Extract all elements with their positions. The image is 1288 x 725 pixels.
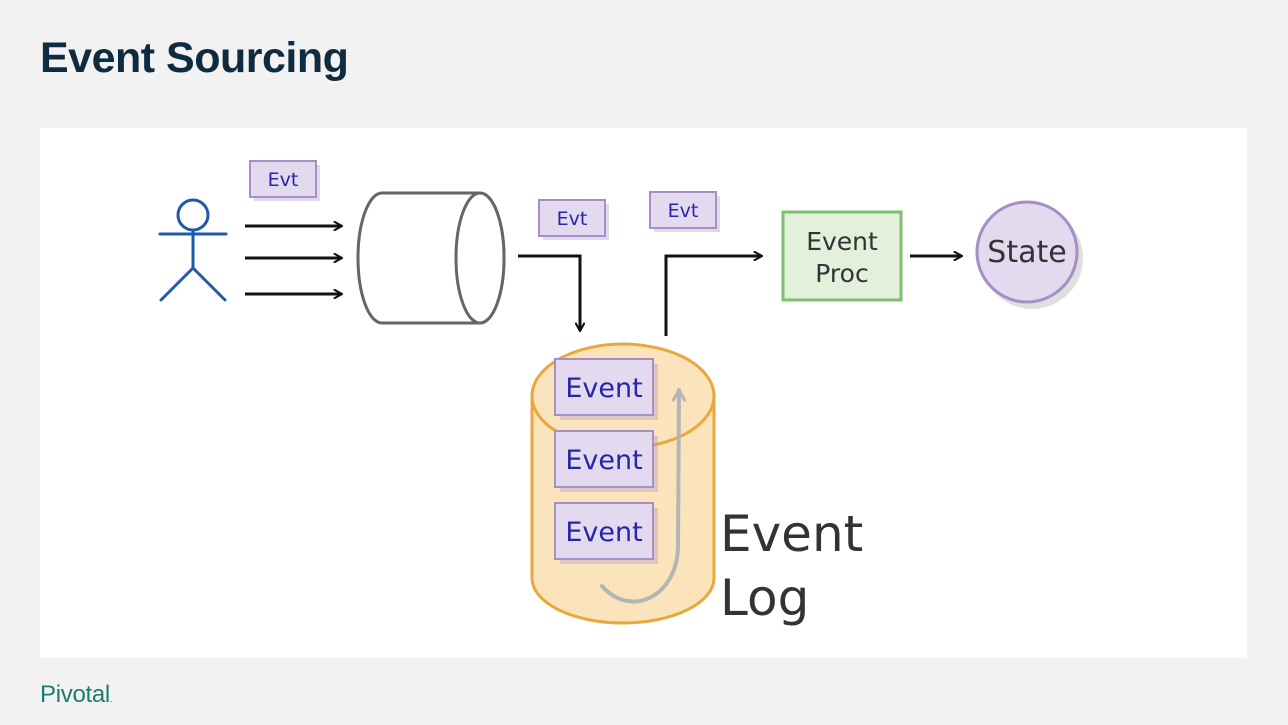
diagram-panel: Evt Evt E [40, 128, 1247, 658]
processor-label-line1: Event [806, 227, 878, 256]
brand-name: Pivotal [40, 681, 110, 708]
log-to-processor-arrow [664, 256, 762, 336]
incoming-evt-box: Evt [249, 160, 320, 201]
log-evt-box: Evt [538, 199, 609, 240]
queue-cylinder [356, 191, 506, 325]
state-label: State [987, 235, 1066, 270]
processor-label-line2: Proc [815, 259, 868, 288]
processor-evt-box: Evt [649, 191, 720, 232]
event-log-caption-line1: Event [720, 505, 863, 563]
log-event-label-3: Event [565, 517, 642, 548]
processor-evt-label: Evt [668, 200, 699, 222]
state-circle: State [975, 200, 1083, 309]
queue-to-log-arrow [518, 254, 580, 331]
page-title: Event Sourcing [40, 34, 349, 82]
pivotal-logo: Pivotal. [40, 681, 112, 709]
user-actor-icon [158, 198, 228, 302]
event-sourcing-diagram: Evt Evt E [158, 160, 1083, 627]
replay-arrow [600, 388, 679, 604]
log-evt-label: Evt [557, 208, 588, 230]
log-event-box-3: Event [554, 502, 658, 564]
log-event-label-1: Event [565, 373, 642, 404]
event-processor-box: Event Proc [781, 210, 903, 302]
incoming-arrows [245, 226, 342, 294]
log-event-label-2: Event [565, 445, 642, 476]
event-log-caption-line2: Log [720, 569, 809, 627]
log-event-box-1: Event [554, 358, 658, 420]
log-event-box-2: Event [554, 430, 658, 492]
incoming-evt-label: Evt [268, 169, 299, 191]
logo-dot-icon: . [109, 694, 113, 704]
